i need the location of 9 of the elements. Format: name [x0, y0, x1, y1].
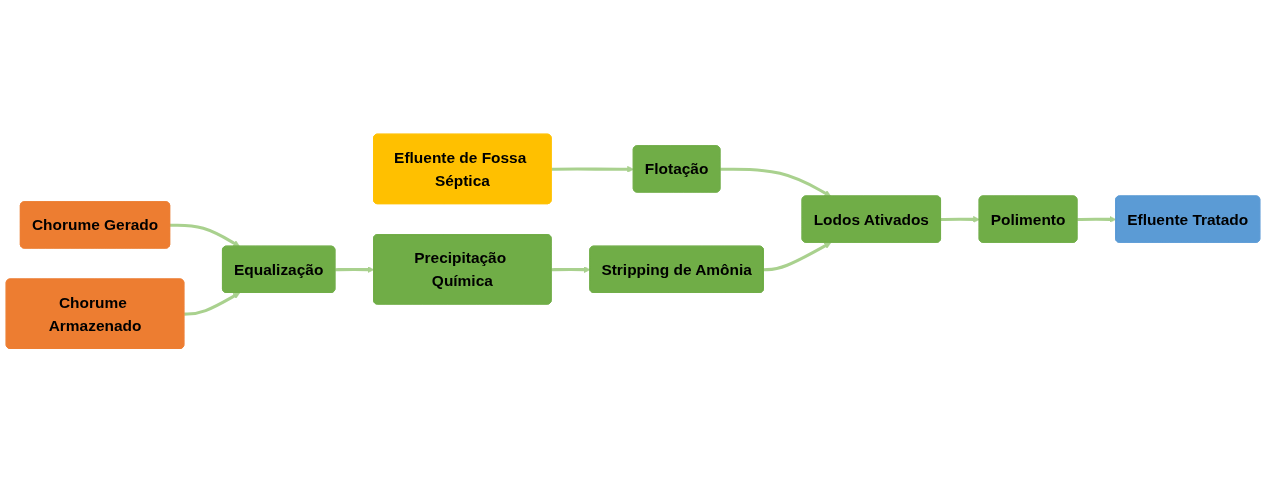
arrow	[940, 216, 980, 223]
arrow	[1077, 216, 1117, 223]
arrow	[763, 242, 832, 272]
arrow	[720, 167, 832, 197]
arrow	[551, 166, 634, 173]
arrow	[170, 223, 240, 247]
arrow	[335, 266, 375, 274]
arrow	[551, 266, 591, 274]
arrow	[184, 292, 240, 316]
